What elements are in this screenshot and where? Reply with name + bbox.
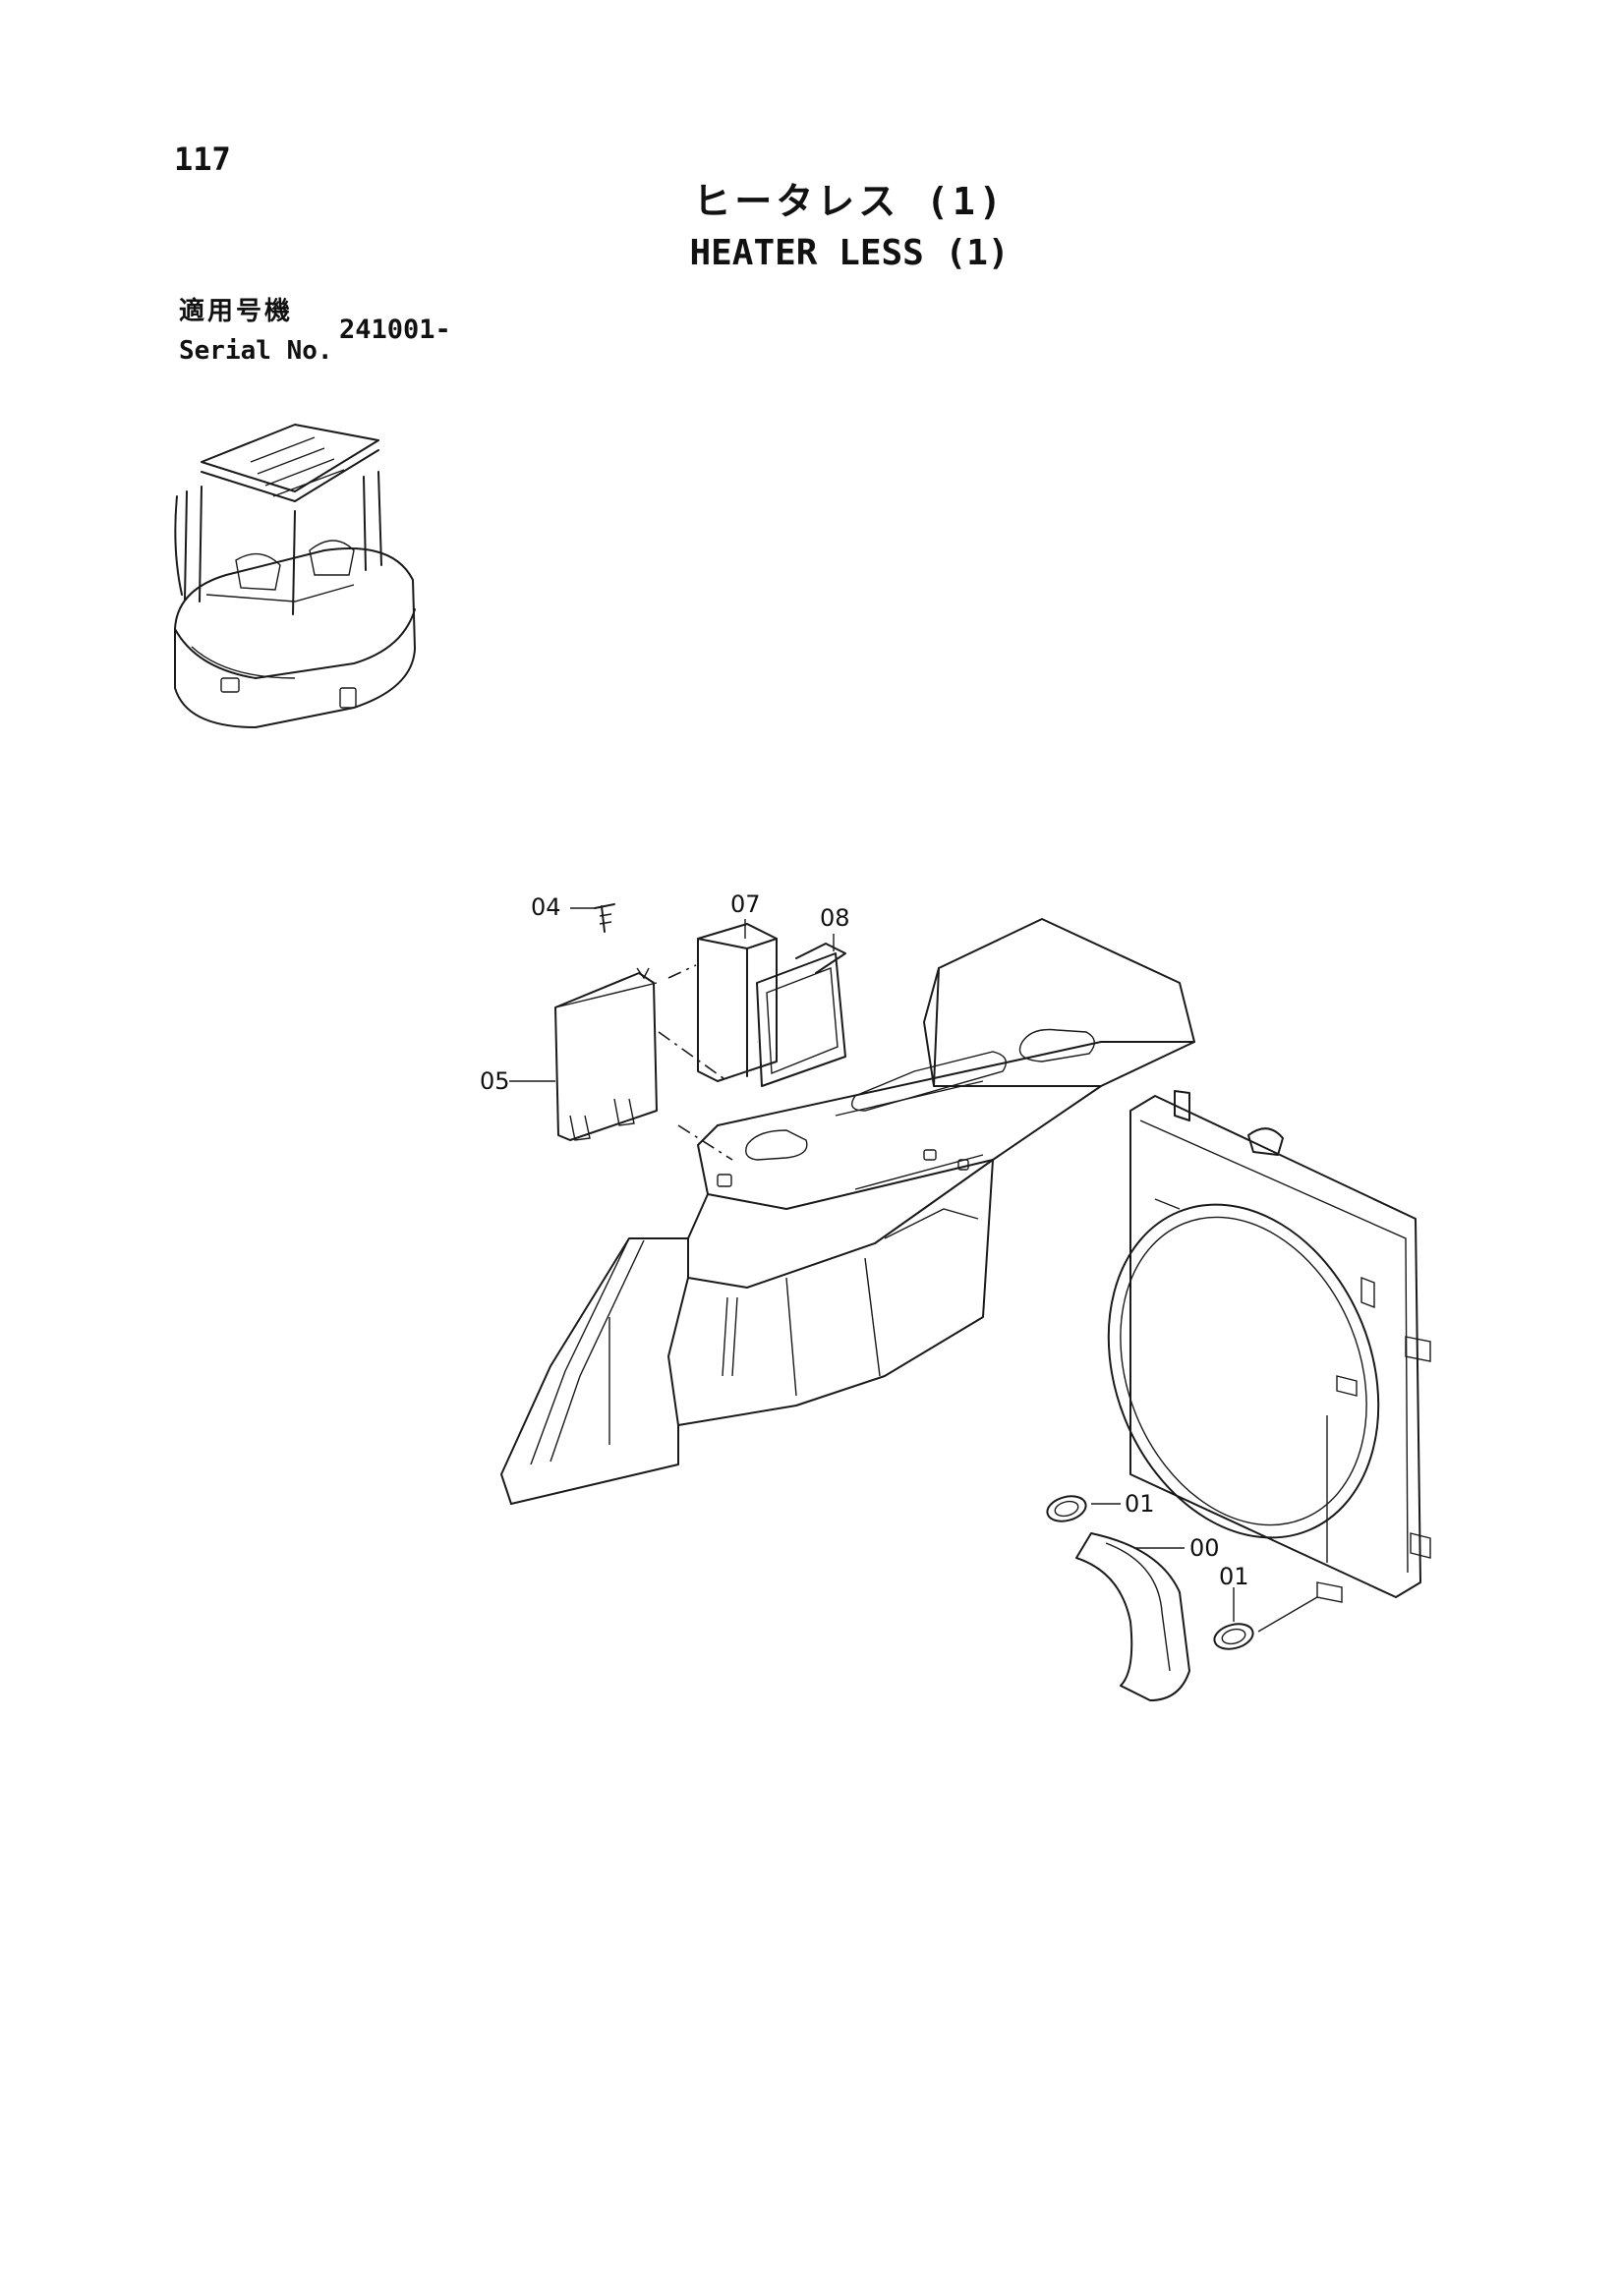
callout-07: 07 xyxy=(730,890,761,918)
callout-04: 04 xyxy=(531,893,561,921)
callout-01-lower: 01 xyxy=(1219,1563,1249,1590)
serial-label: Serial No. xyxy=(179,336,333,366)
exploded-parts-diagram xyxy=(500,903,1431,1701)
callout-00: 00 xyxy=(1189,1534,1220,1562)
excavator-cab-illustration xyxy=(174,424,416,728)
serial-range: 241001- xyxy=(339,315,451,345)
serial-label-japanese: 適用号機 xyxy=(179,297,294,326)
callout-01-upper: 01 xyxy=(1125,1490,1155,1518)
page-title-japanese: ヒータレス (1) xyxy=(693,180,1006,223)
callout-08: 08 xyxy=(820,904,850,932)
page-number: 117 xyxy=(174,141,231,178)
callout-05: 05 xyxy=(480,1067,510,1095)
page-title-english: HEATER LESS (1) xyxy=(689,233,1010,273)
